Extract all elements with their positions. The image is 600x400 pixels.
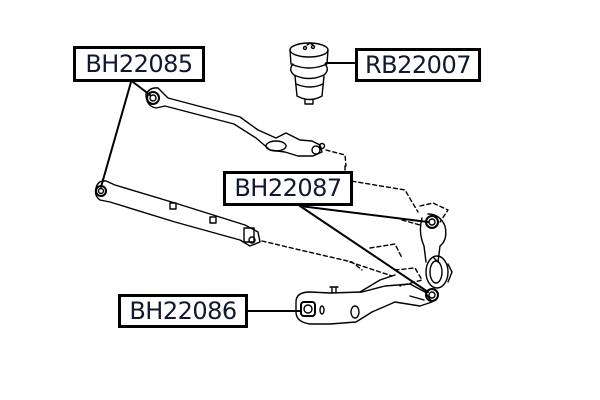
leader-lines-bh22085 (100, 81, 151, 188)
part-label-bh22085: BH22085 (73, 46, 205, 82)
lower-lateral-link-part (94, 180, 363, 271)
part-label-bh22086: BH22086 (118, 294, 248, 328)
part-label-rb22007: RB22007 (355, 48, 481, 82)
part-label-bh22087: BH22087 (223, 171, 353, 206)
knuckle-part (344, 165, 453, 302)
leader-lines-bh22087 (299, 205, 429, 293)
bump-stop-part (289, 42, 356, 105)
upper-lateral-link-part (145, 87, 347, 167)
trailing-arm-part (247, 274, 433, 325)
